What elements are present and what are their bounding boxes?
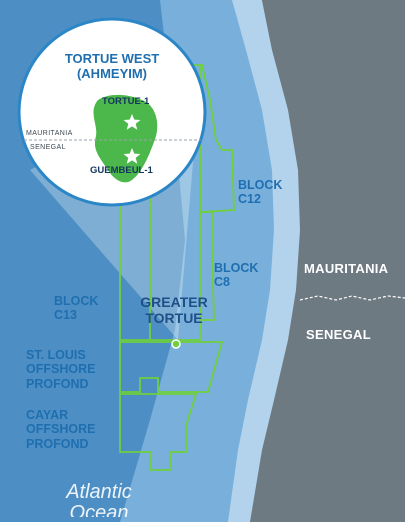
- inset-field-shape: [93, 94, 158, 183]
- ocean-label: Atlantic Ocean: [44, 481, 154, 518]
- block-c8-label-line1: BLOCK: [214, 261, 259, 275]
- cayar-label-line3: PROFOND: [26, 436, 89, 451]
- inset-title-line2: (AHMEYIM): [76, 65, 148, 81]
- ocean-label-line1: Atlantic: [66, 481, 132, 503]
- country-label-south: SENEGAL: [306, 327, 371, 342]
- inset-title-line1: TORTUE WEST: [64, 51, 160, 66]
- land-border-line: [299, 295, 405, 301]
- block-c8-label-line2: C8: [214, 275, 230, 290]
- st-louis-label-line1: ST. LOUIS: [26, 348, 86, 362]
- cayar-label: CAYAR OFFSHORE PROFOND: [26, 408, 95, 451]
- inset-border-south-label: SENEGAL: [30, 144, 66, 151]
- inset-border-north-label: MAURITANIA: [26, 130, 73, 137]
- tortue-1-star: [123, 114, 141, 130]
- block-c12-label-line1: BLOCK: [238, 178, 283, 192]
- tortue-1-label: TORTUE-1: [102, 96, 150, 107]
- ocean-label-line2: Ocean: [69, 503, 129, 517]
- inset-circle: [17, 17, 207, 207]
- block-c8-label: BLOCK C8: [214, 261, 258, 290]
- cayar-label-line2: OFFSHORE: [26, 422, 96, 437]
- shallow-sea: [228, 0, 300, 522]
- block-c8-outline: [200, 211, 215, 321]
- block-c13-label-line1: BLOCK: [54, 294, 99, 308]
- st-louis-label: ST. LOUIS OFFSHORE PROFOND: [26, 348, 95, 391]
- cayar-block-outline: [119, 393, 198, 471]
- greater-tortue-label: GREATER TORTUE: [122, 294, 226, 326]
- greater-tortue-label-line1: GREATER: [140, 294, 208, 310]
- block-c12-label: BLOCK C12: [238, 178, 282, 207]
- greater-tortue-label-line2: TORTUE: [145, 310, 203, 327]
- st-louis-block-outline: [119, 341, 224, 393]
- guembeul-1-label: GUEMBEUL-1: [90, 165, 153, 176]
- st-louis-label-line2: OFFSHORE: [26, 362, 96, 377]
- block-c12-label-line2: C12: [238, 192, 261, 207]
- guembeul-1-star: [123, 148, 141, 164]
- block-c13-label-line2: C13: [54, 308, 77, 323]
- st-louis-label-line3: PROFOND: [26, 376, 89, 391]
- block-c13-label: BLOCK C13: [54, 294, 98, 323]
- coastline: [250, 0, 405, 522]
- inset-title: TORTUE WEST (AHMEYIM): [52, 51, 172, 82]
- country-label-north: MAURITANIA: [304, 261, 389, 276]
- cayar-label-line1: CAYAR: [26, 408, 69, 422]
- field-marker: [171, 339, 181, 349]
